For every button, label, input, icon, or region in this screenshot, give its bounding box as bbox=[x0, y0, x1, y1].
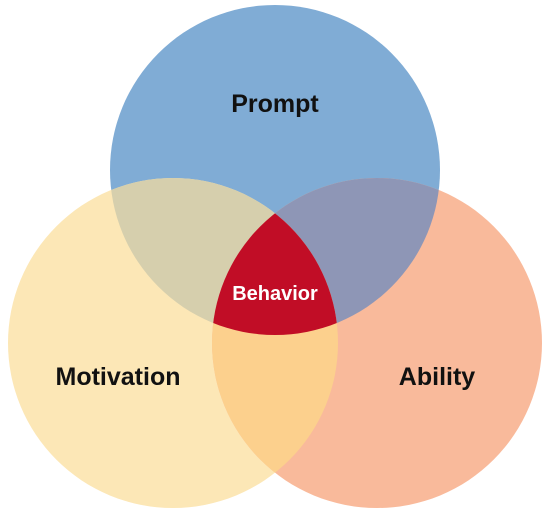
prompt-label: Prompt bbox=[231, 90, 319, 118]
behavior-overlap bbox=[212, 178, 338, 335]
motivation-label: Motivation bbox=[56, 363, 181, 391]
behavior-label: Behavior bbox=[232, 283, 318, 305]
ability-label: Ability bbox=[399, 363, 475, 391]
